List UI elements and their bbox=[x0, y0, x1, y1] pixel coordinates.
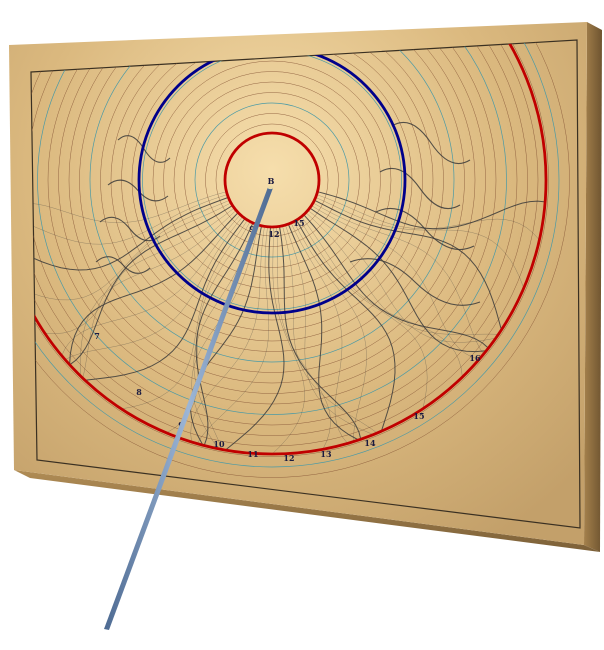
hour-line bbox=[271, 226, 305, 455]
hour-line bbox=[65, 216, 243, 360]
declination-circle bbox=[31, 40, 570, 478]
dial-face-drawing bbox=[31, 40, 570, 478]
hour-line bbox=[31, 200, 230, 301]
sundial-board bbox=[9, 22, 602, 552]
board-face bbox=[9, 22, 587, 545]
declination-circle bbox=[31, 40, 549, 457]
declination-circle bbox=[58, 40, 486, 394]
hour-line bbox=[293, 221, 367, 442]
outer-hour-label-10: 10 bbox=[213, 439, 225, 449]
hour-line bbox=[307, 210, 496, 343]
inner-red-circle bbox=[223, 131, 321, 229]
outer-hour-label-11: 11 bbox=[247, 449, 258, 459]
hour-line-upper bbox=[379, 167, 461, 210]
declination-circle bbox=[215, 123, 329, 237]
declination-circle bbox=[68, 40, 476, 384]
hour-line bbox=[191, 224, 259, 449]
declination-circle bbox=[31, 40, 528, 436]
hour-line bbox=[84, 218, 246, 381]
outer-red-circle bbox=[31, 40, 548, 456]
hour-line-upper bbox=[95, 256, 151, 274]
hour-lines bbox=[31, 122, 546, 455]
dial-panel-border bbox=[30, 39, 581, 529]
hour-line-upper bbox=[391, 122, 471, 164]
declination-circle bbox=[110, 40, 434, 342]
outer-hour-label-7: 7 bbox=[94, 331, 100, 341]
gnomon-rod bbox=[104, 185, 274, 630]
hour-line bbox=[31, 191, 227, 223]
hour-line bbox=[309, 207, 487, 353]
hour-line bbox=[69, 212, 239, 365]
hour-line bbox=[290, 222, 348, 444]
hour-line bbox=[121, 220, 248, 410]
hour-line bbox=[303, 214, 489, 349]
hour-line bbox=[315, 197, 524, 289]
declination-circle bbox=[131, 40, 413, 321]
gnomon-shaft bbox=[104, 187, 273, 630]
hour-line bbox=[31, 196, 229, 271]
outer-hour-label-15: 15 bbox=[413, 411, 424, 421]
teal-declination-circle bbox=[37, 40, 507, 415]
hour-line bbox=[225, 226, 285, 451]
outer-hour-label-12: 12 bbox=[283, 453, 294, 463]
hour-line-upper bbox=[349, 258, 481, 306]
declination-lines-teal bbox=[31, 40, 560, 468]
hour-line bbox=[82, 207, 235, 379]
center-point-label: B bbox=[268, 176, 275, 186]
hour-line bbox=[166, 221, 251, 434]
hour-line bbox=[311, 205, 480, 360]
hour-line bbox=[298, 218, 428, 409]
hour-line bbox=[295, 219, 396, 432]
outer-hour-label-14: 14 bbox=[364, 438, 376, 448]
gnomon-tip bbox=[267, 185, 274, 190]
hour-line bbox=[61, 214, 241, 356]
teal-declination-circle bbox=[89, 40, 455, 363]
hour-line bbox=[195, 222, 254, 446]
outer-hour-label-13: 13 bbox=[320, 449, 332, 459]
hour-line bbox=[301, 216, 463, 378]
declination-circle bbox=[100, 40, 444, 352]
teal-declination-circle bbox=[194, 102, 350, 258]
hour-line bbox=[31, 194, 228, 245]
outer-hour-label-8: 8 bbox=[136, 387, 142, 397]
hour-line-upper bbox=[375, 208, 475, 250]
outer-hour-label-16: 16 bbox=[469, 353, 481, 363]
declination-circle bbox=[31, 40, 518, 426]
declination-circle bbox=[163, 71, 381, 289]
board-right-edge bbox=[584, 22, 602, 552]
inner-hour-label-9: 9 bbox=[249, 224, 255, 234]
inner-hour-label-12: 12 bbox=[268, 229, 279, 239]
hour-line bbox=[287, 223, 359, 441]
declination-circle bbox=[205, 113, 339, 247]
declination-circle bbox=[173, 81, 371, 279]
hour-line bbox=[197, 226, 269, 444]
hour-line bbox=[312, 202, 484, 355]
declination-circle bbox=[31, 40, 539, 447]
hour-line bbox=[279, 226, 362, 440]
hour-line bbox=[317, 191, 546, 230]
hour-line bbox=[285, 224, 374, 435]
hour-line bbox=[282, 225, 378, 434]
hour-line bbox=[314, 199, 502, 331]
inner-hour-label-15: 15 bbox=[293, 218, 304, 228]
hour-labels: B 9 12 15 7 8 9 10 11 12 13 14 15 16 bbox=[94, 176, 481, 463]
declination-circle bbox=[79, 40, 465, 373]
teal-declination-circle bbox=[31, 40, 560, 468]
hour-line bbox=[69, 205, 233, 366]
hour-line bbox=[190, 226, 265, 442]
hour-line-upper bbox=[107, 179, 169, 202]
declination-circle bbox=[184, 92, 360, 268]
hour-line bbox=[44, 202, 232, 334]
hour-line bbox=[276, 226, 331, 450]
hour-line bbox=[305, 212, 499, 335]
hour-line-upper bbox=[99, 216, 161, 242]
